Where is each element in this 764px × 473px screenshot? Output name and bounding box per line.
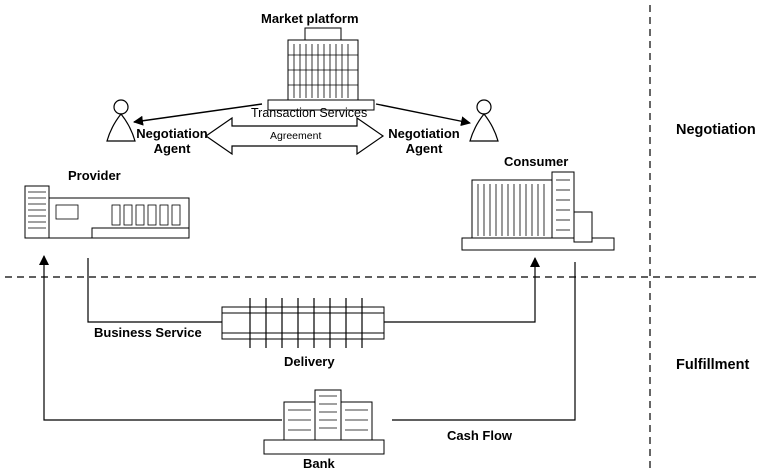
platform-to-right-agent-arrow [376, 104, 470, 123]
delivery-label: Delivery [284, 354, 335, 369]
consumer-building-icon [462, 172, 614, 250]
left-agent-person-icon [107, 100, 135, 141]
platform-to-left-agent-arrow [134, 104, 262, 122]
delivery-to-consumer-arrow [384, 258, 535, 322]
bank-building-icon [264, 390, 384, 454]
business-service-label: Business Service [94, 325, 202, 340]
delivery-pipe-icon [222, 298, 384, 348]
market-platform-building-icon [268, 28, 374, 110]
right-agent-label-line2: Agent [384, 141, 464, 156]
right-agent-label-line1: Negotiation [384, 126, 464, 141]
left-agent-label: Negotiation Agent [132, 126, 212, 156]
cash-flow-line [392, 262, 575, 420]
right-agent-person-icon [470, 100, 498, 141]
consumer-label: Consumer [504, 154, 568, 169]
agreement-label: Agreement [270, 129, 321, 144]
negotiation-region-label: Negotiation [676, 123, 756, 138]
cash-flow-label: Cash Flow [447, 428, 512, 443]
fulfillment-region-label: Fulfillment [676, 358, 749, 373]
bank-label: Bank [303, 456, 335, 471]
provider-label: Provider [68, 168, 121, 183]
right-agent-label: Negotiation Agent [384, 126, 464, 156]
left-agent-label-line1: Negotiation [132, 126, 212, 141]
left-agent-label-line2: Agent [132, 141, 212, 156]
market-platform-label: Market platform [261, 11, 359, 26]
business-service-flow-line [88, 258, 222, 322]
transaction-services-label: Transaction Services [251, 106, 367, 121]
provider-building-icon [25, 186, 189, 238]
